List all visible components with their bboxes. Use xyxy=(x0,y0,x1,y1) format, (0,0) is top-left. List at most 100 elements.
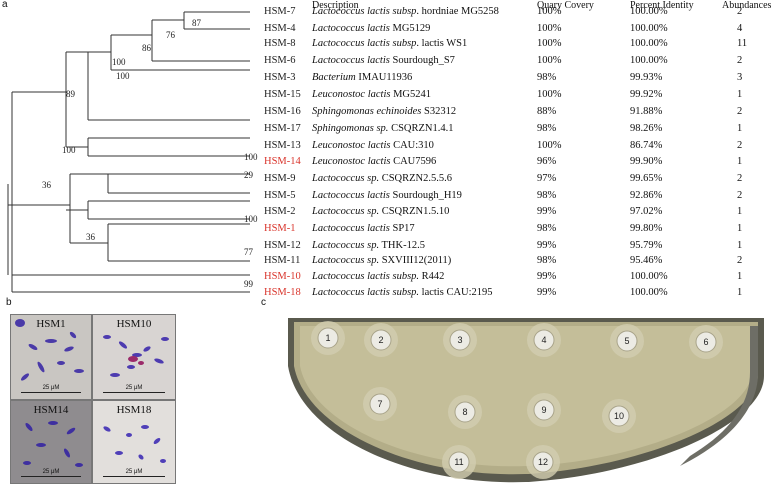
bootstrap-label: 89 xyxy=(66,89,76,99)
species-name: Leuconostoc lactis xyxy=(312,140,391,151)
abundance: 2 xyxy=(737,140,743,151)
strain-name: CSQRZN1.4.1 xyxy=(388,123,454,134)
strain-description: Lactococcus sp. THK-12.5 xyxy=(312,240,425,251)
query-coverage: 96% xyxy=(537,156,557,167)
strain-id: HSM-11 xyxy=(264,255,301,266)
strain-description: Lactococcus lactis subsp. R442 xyxy=(312,271,444,282)
species-name: Lactococcus lactis xyxy=(312,223,390,234)
strain-name: MG5129 xyxy=(389,23,431,34)
disc-label: 3 xyxy=(457,335,462,345)
percent-identity: 98.26% xyxy=(630,123,663,134)
strain-id: HSM-3 xyxy=(264,72,296,83)
percent-identity: 100.00% xyxy=(630,38,668,49)
percent-identity: 99.92% xyxy=(630,89,663,100)
bootstrap-label: 100 xyxy=(244,214,258,224)
strain-description: Lactococcus sp. SXVIII12(2011) xyxy=(312,255,451,266)
strain-description: Leuconostoc lactis CAU7596 xyxy=(312,156,436,167)
query-coverage: 100% xyxy=(537,55,562,66)
strain-name: CAU7596 xyxy=(390,156,437,167)
scale-bar-label: 25 μM xyxy=(125,385,143,391)
header-description: Description xyxy=(312,0,359,11)
abundance: 3 xyxy=(737,72,743,83)
bootstrap-label: 100 xyxy=(244,152,258,162)
bootstrap-label: 99 xyxy=(244,279,254,289)
strain-id: HSM-1 xyxy=(264,223,296,234)
bootstrap-label: 77 xyxy=(244,247,254,257)
strain-id: HSM-10 xyxy=(264,271,301,282)
disc-12 xyxy=(532,451,554,473)
species-name: Lactococcus sp. xyxy=(312,173,380,184)
scale-bar xyxy=(102,476,166,477)
header-query-coverage: Quary Covery xyxy=(537,0,594,11)
disc-10 xyxy=(608,405,630,427)
disc-9 xyxy=(533,399,555,421)
strain-id: HSM-9 xyxy=(264,173,296,184)
species-name: Leuconostoc lactis xyxy=(312,156,391,167)
strain-name: lactis CAU:2195 xyxy=(419,287,493,298)
species-name: Lactococcus sp. xyxy=(312,255,380,266)
percent-identity: 95.79% xyxy=(630,240,663,251)
strain-description: Lactococcus lactis SP17 xyxy=(312,223,415,234)
disc-5 xyxy=(616,330,638,352)
abundance: 1 xyxy=(737,240,743,251)
species-name: Lactococcus lactis xyxy=(312,55,390,66)
strain-name: THK-12.5 xyxy=(379,240,425,251)
bootstrap-label: 100 xyxy=(116,71,130,81)
bootstrap-label: 36 xyxy=(86,232,96,242)
strain-description: Lactococcus lactis MG5129 xyxy=(312,23,430,34)
abundance: 1 xyxy=(737,89,743,100)
strain-id: HSM-4 xyxy=(264,23,296,34)
bootstrap-label: 100 xyxy=(62,145,76,155)
percent-identity: 97.02% xyxy=(630,206,663,217)
micrograph-hsm14: HSM14 25 μM xyxy=(10,400,92,484)
strain-description: Lactococcus lactis subsp. lactis WS1 xyxy=(312,38,467,49)
header-abundances: Abundances xyxy=(722,0,772,11)
percent-identity: 86.74% xyxy=(630,140,663,151)
strain-name: SP17 xyxy=(389,223,415,234)
bootstrap-label: 86 xyxy=(142,43,152,53)
disc-label: 7 xyxy=(377,399,382,409)
bootstrap-label: 87 xyxy=(192,18,202,28)
percent-identity: 100.00% xyxy=(630,6,668,17)
strain-id: HSM-16 xyxy=(264,106,301,117)
species-name: Lactococcus lactis xyxy=(312,23,390,34)
abundance: 2 xyxy=(737,190,743,201)
query-coverage: 99% xyxy=(537,206,557,217)
micrograph-hsm10: HSM10 25 μM xyxy=(92,314,176,400)
strain-id: HSM-12 xyxy=(264,240,301,251)
panel-letter-b: b xyxy=(6,297,12,308)
abundance: 2 xyxy=(737,55,743,66)
strain-description: Lactococcus lactis subsp. hordniae MG525… xyxy=(312,6,499,17)
abundance: 1 xyxy=(737,123,743,134)
query-coverage: 98% xyxy=(537,72,557,83)
strain-description: Lactococcus sp. CSQRZN2.5.5.6 xyxy=(312,173,452,184)
disc-label: 6 xyxy=(703,337,708,347)
strain-name: CSQRZN1.5.10 xyxy=(379,206,450,217)
query-coverage: 100% xyxy=(537,140,562,151)
panel-letter-a: a xyxy=(2,0,8,10)
strain-id: HSM-2 xyxy=(264,206,296,217)
abundance: 2 xyxy=(737,106,743,117)
strain-name: MG5241 xyxy=(390,89,431,100)
disc-label: 1 xyxy=(325,333,330,343)
scale-bar-label: 25 μM xyxy=(42,385,60,391)
stained-cells xyxy=(11,315,91,399)
query-coverage: 99% xyxy=(537,240,557,251)
strain-id: HSM-7 xyxy=(264,6,296,17)
percent-identity: 100.00% xyxy=(630,271,668,282)
query-coverage: 99% xyxy=(537,271,557,282)
query-coverage: 98% xyxy=(537,255,557,266)
panel-letter-c: c xyxy=(261,297,266,308)
percent-identity: 95.46% xyxy=(630,255,663,266)
query-coverage: 97% xyxy=(537,173,557,184)
strain-id: HSM-17 xyxy=(264,123,301,134)
abundance: 1 xyxy=(737,206,743,217)
